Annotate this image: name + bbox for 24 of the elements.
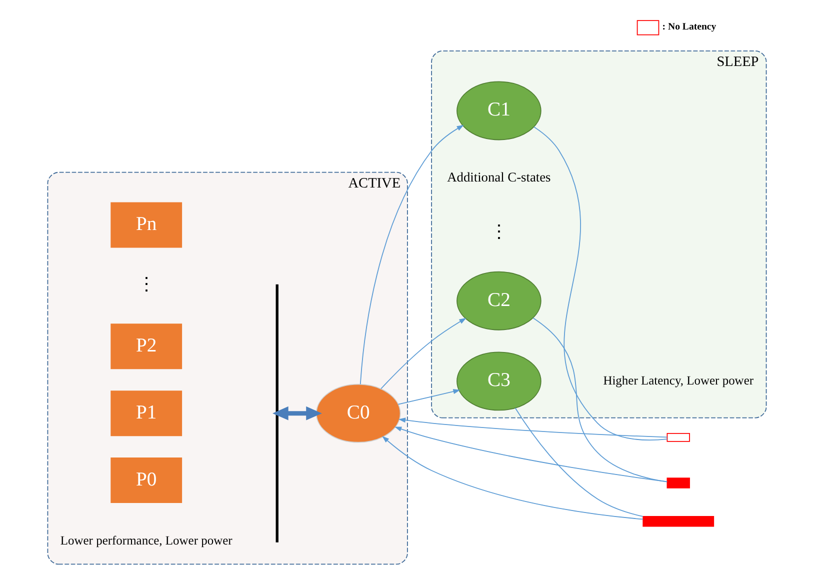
arrow (360, 124, 464, 385)
label: Lower performance, Lower power (60, 533, 232, 548)
node-ellipse: C3 (456, 352, 542, 411)
node-box: Pn (110, 202, 182, 248)
node-box: P0 (110, 458, 182, 504)
label: Higher Latency, Lower power (603, 374, 754, 388)
arrow (380, 318, 466, 390)
label: ⋮ (490, 221, 508, 242)
legend-label: : No Latency (662, 21, 716, 32)
label: Additional C-states (447, 170, 551, 185)
connector (533, 126, 668, 440)
node-bar (666, 432, 690, 442)
node-bracket (276, 284, 278, 542)
node-bar (666, 478, 690, 488)
connector (514, 408, 644, 517)
node-box: P2 (110, 324, 182, 370)
node-bar (642, 516, 714, 527)
arrow (398, 418, 668, 438)
arrow (394, 426, 668, 482)
node-box: P1 (110, 390, 182, 436)
arrow (382, 436, 644, 520)
arrow (398, 389, 460, 405)
arrow (272, 406, 322, 420)
label: ⋮ (137, 274, 156, 294)
